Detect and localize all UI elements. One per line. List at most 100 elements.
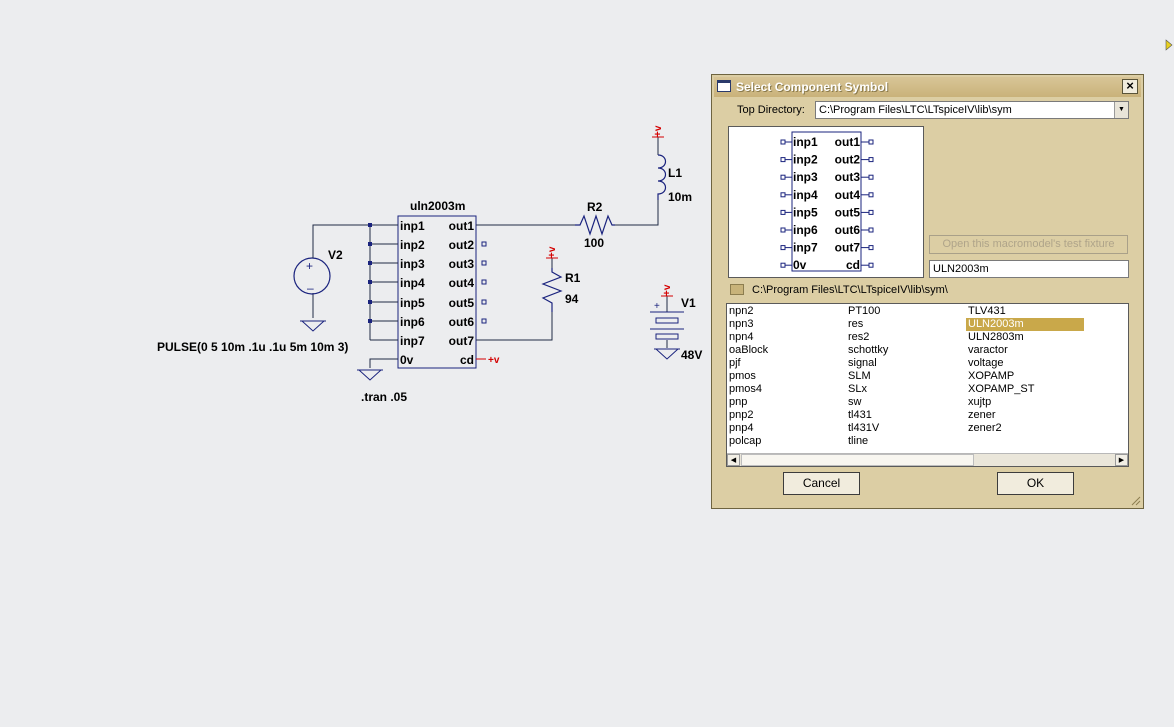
list-item[interactable]: polcap	[729, 435, 762, 447]
scroll-right-icon[interactable]: ▶	[1115, 454, 1128, 466]
top-directory-label: Top Directory:	[737, 104, 805, 116]
list-item[interactable]: tline	[848, 435, 869, 447]
list-item[interactable]: signal	[848, 357, 877, 369]
list-item[interactable]: zener	[968, 409, 996, 421]
pin-end-marker	[481, 279, 487, 285]
v1-value: 48V	[681, 348, 702, 362]
ok-button[interactable]: OK	[997, 472, 1074, 495]
preview-pin-inp7: inp7	[793, 241, 818, 255]
v1-label: V1	[681, 296, 696, 310]
list-item[interactable]: npn3	[729, 318, 754, 330]
list-item[interactable]: voltage	[968, 357, 1004, 369]
scroll-left-icon[interactable]: ◀	[727, 454, 740, 466]
list-item[interactable]: ULN2803m	[968, 331, 1024, 343]
r2-value: 100	[584, 236, 604, 250]
preview-pin-inp1: inp1	[793, 135, 818, 149]
uln2003m-label: uln2003m	[410, 199, 465, 213]
list-item[interactable]: SLx	[848, 383, 867, 395]
preview-pin-inp5: inp5	[793, 205, 818, 219]
v2-value: PULSE(0 5 10m .1u .1u 5m 10m 3)	[157, 340, 348, 354]
ic-pin-out2: out2	[449, 238, 475, 252]
v1-source-symbol[interactable]: +	[650, 301, 684, 340]
uln2003m-body[interactable]	[397, 215, 477, 369]
ic-pin-0v: 0v	[400, 353, 414, 367]
component-name-field[interactable]: ULN2003m	[929, 260, 1129, 278]
list-item[interactable]: pmos	[729, 370, 756, 382]
ground-symbol-v1	[654, 348, 680, 360]
ground-symbol-ic	[357, 369, 383, 381]
list-item[interactable]: TLV431	[968, 305, 1006, 317]
list-item[interactable]: npn4	[729, 331, 754, 343]
top-directory-select[interactable]: C:\Program Files\LTC\LTspiceIV\lib\sym ▼	[815, 101, 1129, 119]
ic-pin-out1: out1	[449, 219, 475, 233]
folder-icon	[730, 284, 744, 295]
list-item[interactable]: SLM	[848, 370, 871, 382]
preview-pin-inp4: inp4	[793, 188, 818, 202]
v2-source-symbol[interactable]: + –	[293, 244, 331, 295]
list-item[interactable]: XOPAMP	[968, 370, 1015, 382]
preview-pin-inp6: inp6	[793, 223, 818, 237]
resize-grip-icon[interactable]	[1131, 496, 1141, 506]
list-item[interactable]: schottky	[848, 344, 889, 356]
svg-text:–: –	[307, 281, 314, 295]
preview-pin-out1: out1	[835, 135, 861, 149]
r1-resistor-symbol[interactable]	[541, 268, 563, 312]
list-item[interactable]: pnp	[729, 396, 748, 408]
preview-pin-out5: out5	[835, 205, 861, 219]
preview-pin-0v: 0v	[793, 258, 807, 272]
ic-pin-out4: out4	[449, 276, 475, 290]
r2-resistor-symbol[interactable]	[575, 214, 615, 236]
ic-pin-cd: cd	[460, 353, 474, 367]
list-item[interactable]: varactor	[968, 344, 1008, 356]
cancel-button[interactable]: Cancel	[783, 472, 860, 495]
pin-end-marker	[481, 260, 487, 266]
top-directory-value: C:\Program Files\LTC\LTspiceIV\lib\sym	[819, 104, 1012, 116]
ic-pin-out5: out5	[449, 296, 475, 310]
list-item[interactable]: res	[848, 318, 864, 330]
list-item[interactable]: pnp4	[729, 422, 754, 434]
list-item[interactable]: xujtp	[968, 396, 992, 408]
preview-pin-out4: out4	[835, 188, 861, 202]
list-item[interactable]: pjf	[729, 357, 741, 369]
ic-pin-inp5: inp5	[400, 296, 425, 310]
list-item[interactable]: sw	[848, 396, 862, 408]
dialog-titlebar[interactable]: Select Component Symbol ×	[714, 77, 1141, 97]
list-item[interactable]: oaBlock	[729, 344, 769, 356]
preview-pin-inp2: inp2	[793, 153, 818, 167]
preview-pin-cd: cd	[846, 258, 860, 272]
ic-pin-inp7: inp7	[400, 334, 425, 348]
open-test-fixture-button[interactable]: Open this macromodel's test fixture	[929, 235, 1128, 254]
list-item[interactable]: res2	[848, 331, 870, 343]
list-item[interactable]: pnp2	[729, 409, 754, 421]
chevron-down-icon[interactable]: ▼	[1114, 102, 1128, 118]
list-item[interactable]: XOPAMP_ST	[968, 383, 1035, 395]
tran-directive[interactable]: .tran .05	[361, 390, 407, 404]
scroll-thumb[interactable]	[741, 454, 974, 466]
select-component-symbol-dialog[interactable]: Select Component Symbol × Top Directory:…	[711, 74, 1144, 509]
ic-pin-inp6: inp6	[400, 315, 425, 329]
list-item[interactable]: tl431V	[848, 422, 880, 434]
ic-pin-inp2: inp2	[400, 238, 425, 252]
l1-label: L1	[668, 166, 682, 180]
preview-pin-out7: out7	[835, 241, 861, 255]
horizontal-scrollbar[interactable]: ◀ ▶	[727, 453, 1128, 466]
list-item[interactable]: zener2	[968, 422, 1002, 434]
l1-supply-label: +v	[653, 125, 664, 137]
preview-pin-out3: out3	[835, 170, 861, 184]
close-button[interactable]: ×	[1122, 79, 1138, 94]
r2-label: R2	[587, 200, 603, 214]
window-icon	[717, 80, 731, 92]
l1-inductor-symbol[interactable]	[657, 154, 667, 200]
list-item[interactable]: npn2	[729, 305, 754, 317]
l1-value: 10m	[668, 190, 692, 204]
ic-pin-out3: out3	[449, 257, 475, 271]
r1-label: R1	[565, 271, 581, 285]
list-item[interactable]: tl431	[848, 409, 872, 421]
schematic-canvas[interactable]: uln2003m inp1inp2inp3inp4inp5inp6inp70v …	[0, 0, 702, 460]
list-item[interactable]: pmos4	[729, 383, 763, 395]
list-item[interactable]: ULN2003m	[966, 318, 1084, 331]
list-item[interactable]: PT100	[848, 305, 881, 317]
